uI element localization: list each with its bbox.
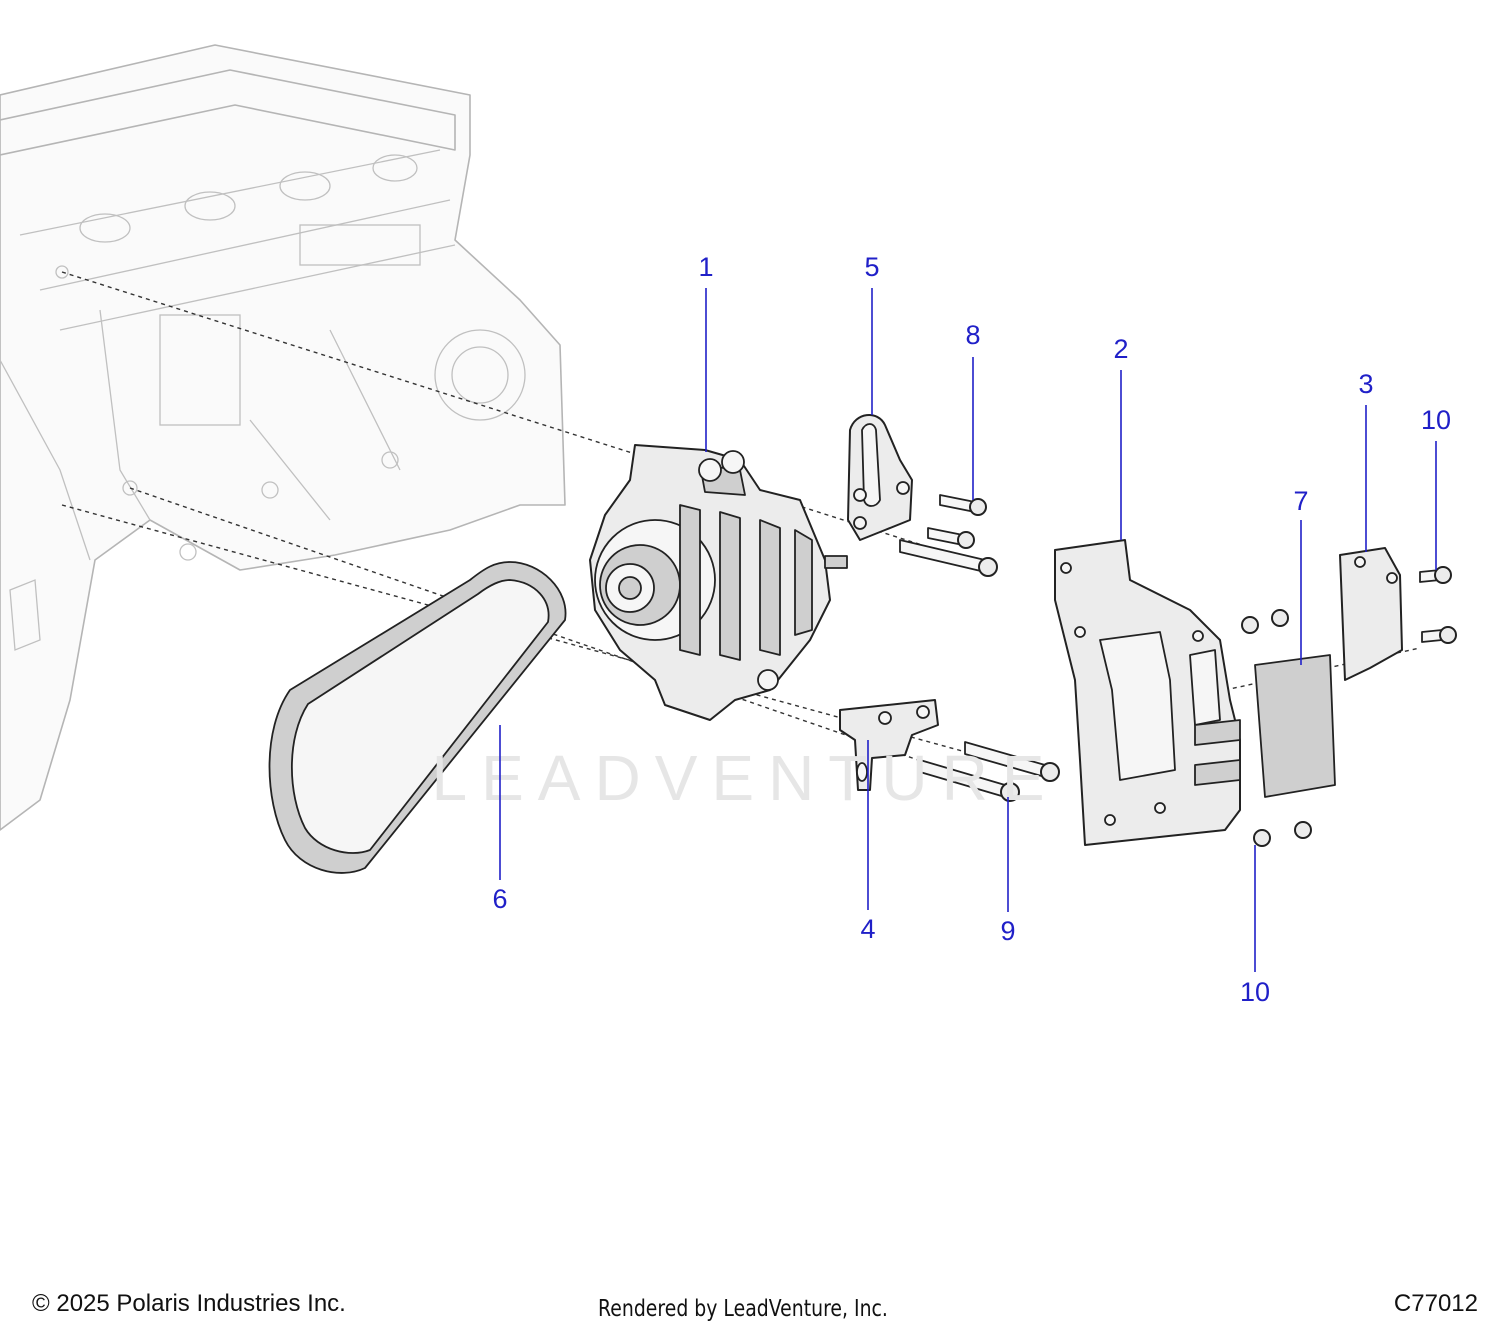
callout-4: 4: [860, 914, 875, 944]
alternator: [589, 444, 848, 721]
bolts-8: [899, 494, 998, 577]
callout-1: 1: [698, 252, 713, 282]
drive-belt: [268, 561, 567, 874]
callout-8: 8: [965, 320, 980, 350]
callout-10-lower: 10: [1240, 977, 1270, 1007]
callout-9: 9: [1000, 916, 1015, 946]
bolts-9: [919, 741, 1060, 802]
callout-3: 3: [1358, 369, 1373, 399]
callout-6: 6: [492, 884, 507, 914]
shield-bracket: [1339, 547, 1403, 681]
callout-7: 7: [1293, 486, 1308, 516]
callout-5: 5: [864, 252, 879, 282]
rendered-by-text: Rendered by LeadVenture, Inc.: [598, 1296, 888, 1322]
lower-alternator-bracket: [839, 699, 939, 791]
upper-alternator-bracket: [847, 414, 913, 541]
callout-10-upper: 10: [1421, 405, 1451, 435]
flange-bolts-10: [1241, 566, 1457, 847]
watermark-text: LEADVENTURE: [432, 742, 1059, 814]
diagram-id: C77012: [1393, 1290, 1478, 1317]
heat-shield: [1054, 539, 1241, 846]
copyright-text: © 2025 Polaris Industries Inc.: [32, 1290, 346, 1317]
insulation-pad: [1254, 654, 1336, 798]
callout-leaders: [499, 288, 1437, 972]
callout-2: 2: [1113, 334, 1128, 364]
engine-block-outline: [0, 44, 566, 831]
